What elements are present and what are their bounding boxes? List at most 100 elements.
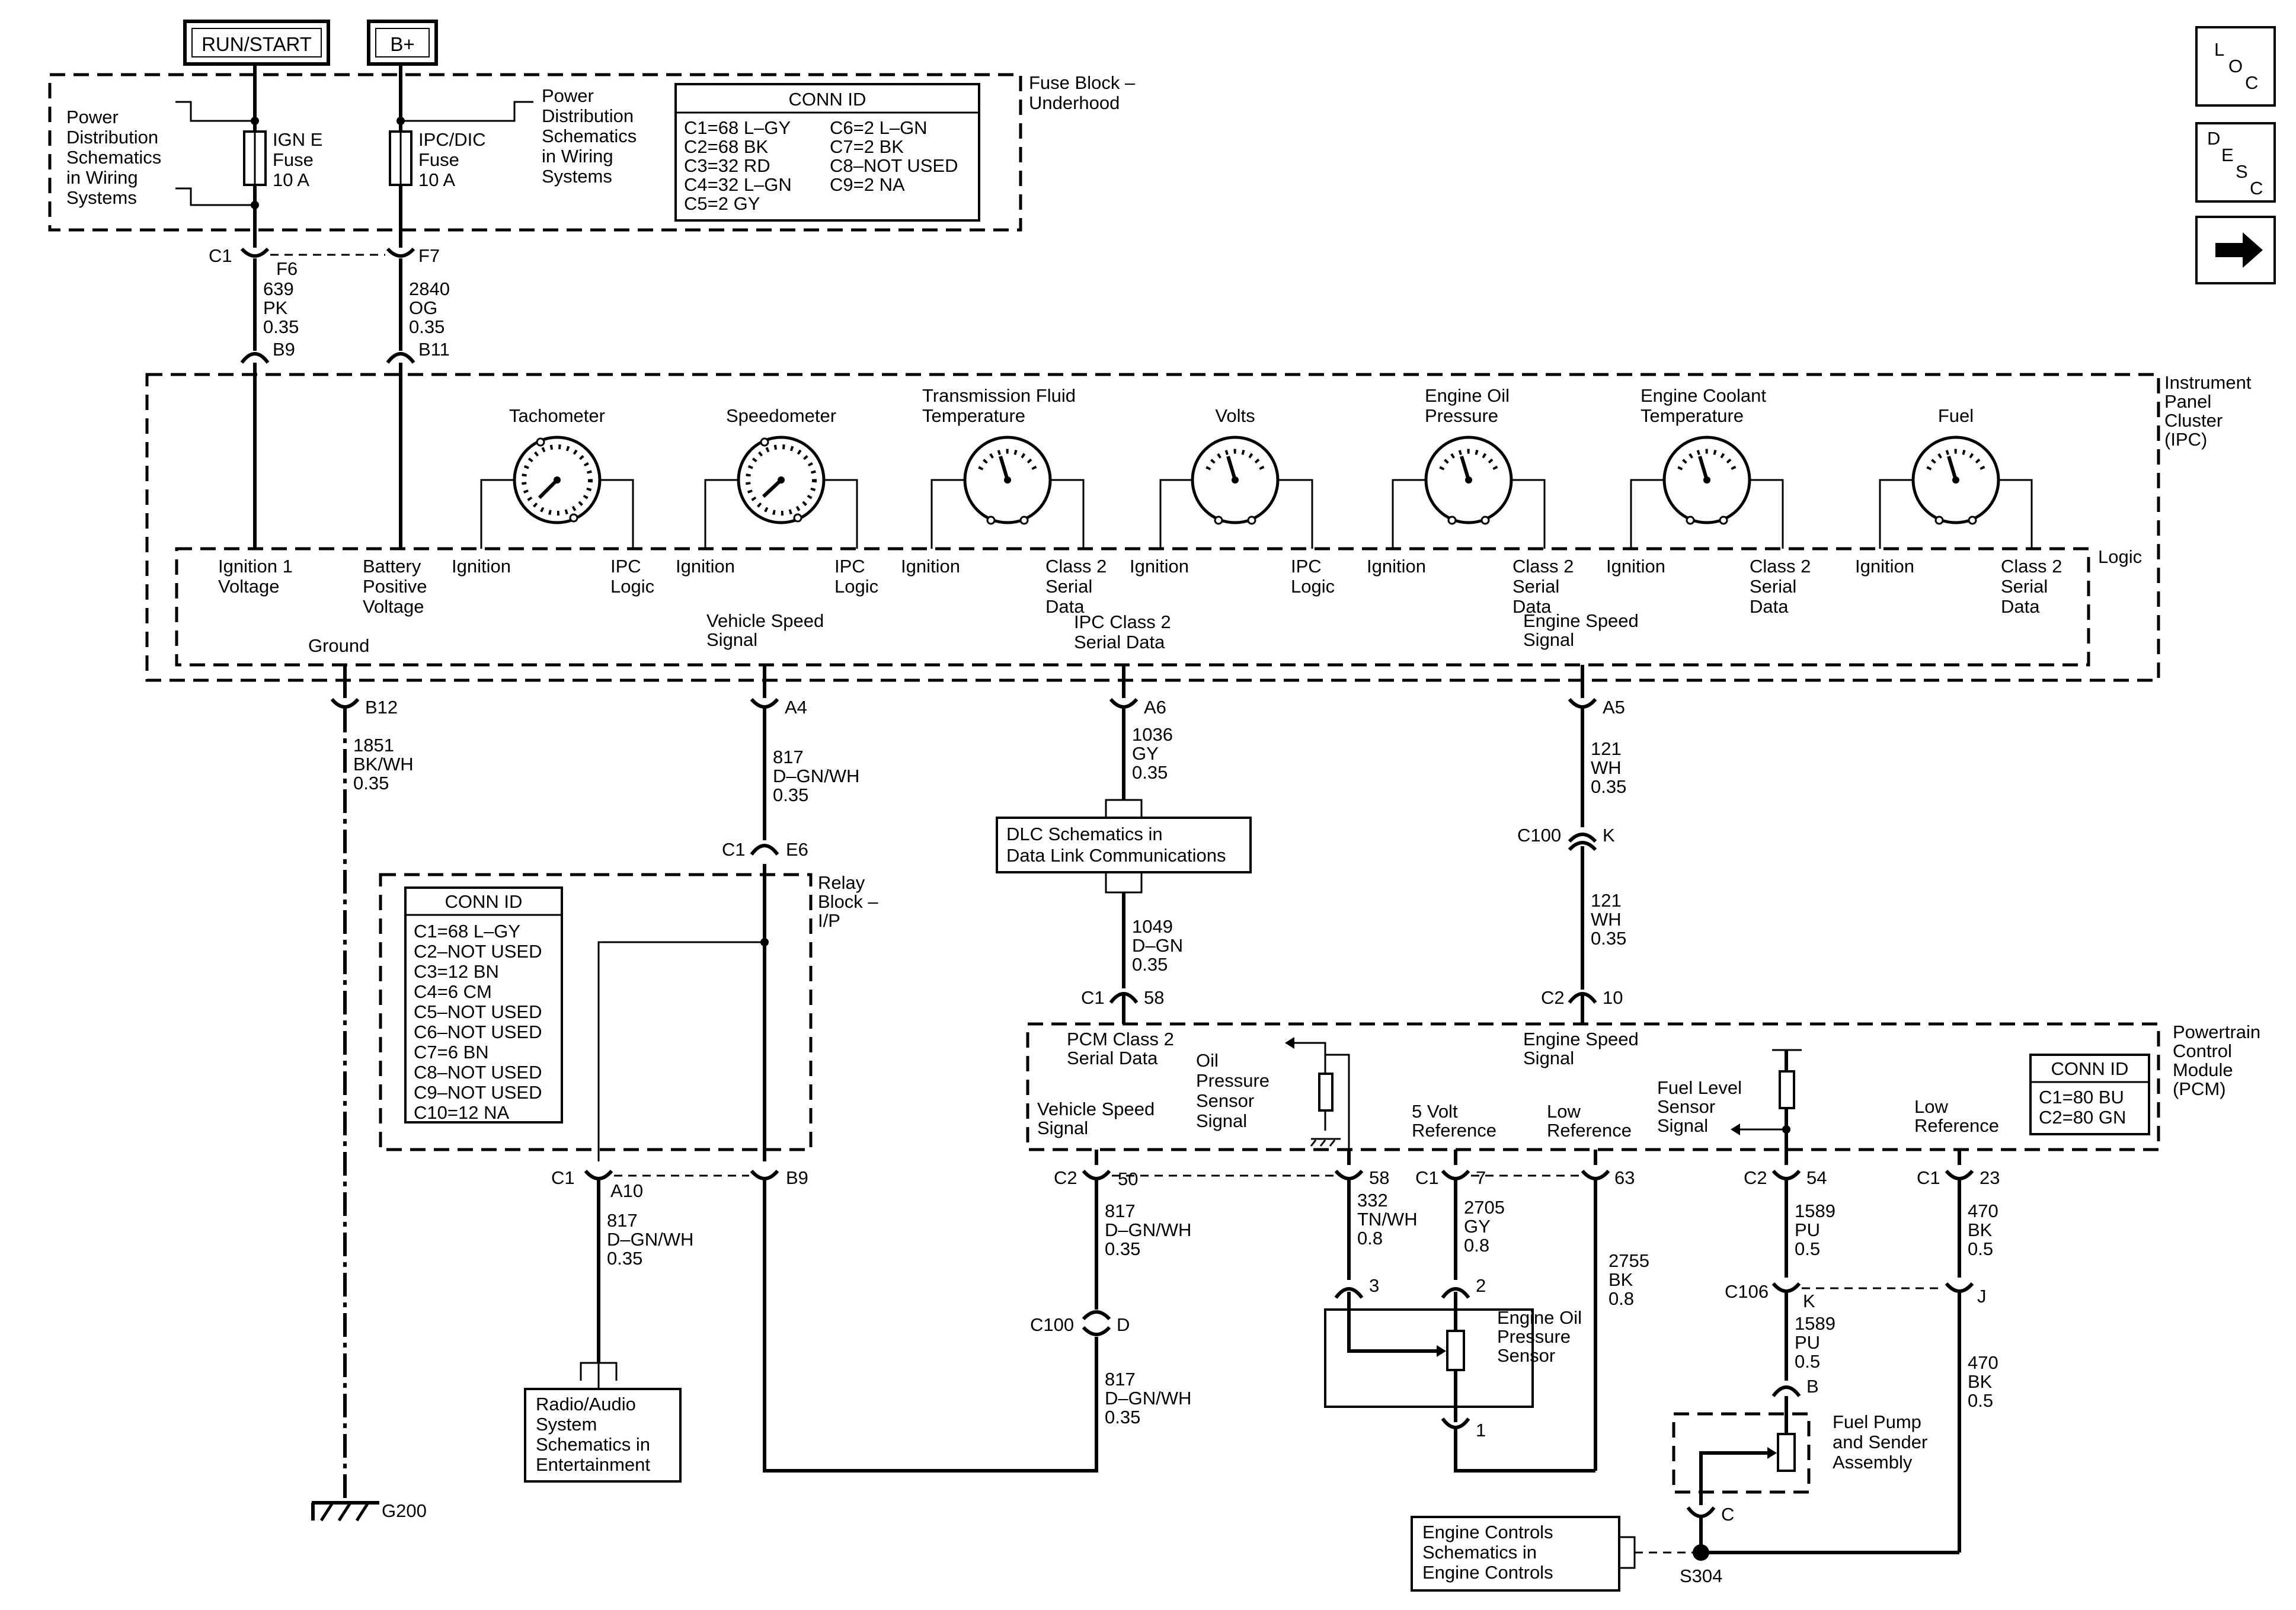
svg-text:0.35: 0.35 xyxy=(353,773,389,793)
svg-text:C2: C2 xyxy=(1744,1167,1767,1188)
svg-text:10: 10 xyxy=(1603,987,1623,1008)
svg-text:BK: BK xyxy=(1968,1219,1993,1240)
svg-text:C4=32 L–GN: C4=32 L–GN xyxy=(684,174,792,195)
svg-text:0.8: 0.8 xyxy=(1464,1235,1489,1256)
svg-text:Data: Data xyxy=(1750,596,1789,617)
svg-text:0.35: 0.35 xyxy=(1591,928,1626,949)
svg-text:C5–NOT USED: C5–NOT USED xyxy=(414,1001,542,1022)
svg-text:C1=68 L–GY: C1=68 L–GY xyxy=(684,117,791,138)
svg-text:1589: 1589 xyxy=(1795,1201,1835,1221)
svg-text:Voltage: Voltage xyxy=(363,596,424,617)
svg-text:58: 58 xyxy=(1369,1167,1389,1188)
svg-text:C3=32 RD: C3=32 RD xyxy=(684,155,770,176)
svg-text:O: O xyxy=(2228,56,2243,76)
svg-text:C1: C1 xyxy=(1415,1167,1439,1188)
svg-text:Engine Oil: Engine Oil xyxy=(1497,1307,1582,1328)
svg-text:C2=80 GN: C2=80 GN xyxy=(2039,1107,2126,1128)
svg-text:C3=12 BN: C3=12 BN xyxy=(414,961,499,982)
svg-text:and Sender: and Sender xyxy=(1833,1432,1927,1452)
desc-button[interactable]: D E S C xyxy=(2195,122,2276,203)
svg-text:C1: C1 xyxy=(551,1167,575,1188)
svg-text:817: 817 xyxy=(773,747,804,767)
svg-text:L: L xyxy=(2214,39,2224,60)
ign-e-fuse: IGN E Fuse 10 A xyxy=(243,129,322,190)
svg-text:PU: PU xyxy=(1795,1219,1820,1240)
radio-audio-schematics-ref[interactable]: Radio/Audio System Schematics in Enterta… xyxy=(524,1388,682,1483)
svg-text:G200: G200 xyxy=(382,1500,427,1521)
svg-text:Pressure: Pressure xyxy=(1196,1070,1269,1091)
power-distribution-ref-left[interactable]: Power Distribution Schematics in Wiring … xyxy=(66,101,255,208)
svg-text:Ignition: Ignition xyxy=(901,556,960,577)
svg-text:C8–NOT USED: C8–NOT USED xyxy=(830,155,958,176)
svg-text:Fuel Pump: Fuel Pump xyxy=(1833,1411,1921,1432)
svg-text:A10: A10 xyxy=(610,1180,643,1201)
relay-output-connectors: C1 A10 B9 817 D–GN/WH 0.35 xyxy=(551,1167,1098,1473)
svg-text:2705: 2705 xyxy=(1464,1197,1505,1218)
svg-text:Schematics in: Schematics in xyxy=(536,1434,650,1455)
svg-text:C1=68 L–GY: C1=68 L–GY xyxy=(414,921,520,942)
svg-text:10 A: 10 A xyxy=(418,169,455,190)
dlc-schematics-ref[interactable]: DLC Schematics in Data Link Communicatio… xyxy=(996,817,1252,873)
svg-text:OG: OG xyxy=(409,297,437,318)
svg-text:Reference: Reference xyxy=(1412,1120,1496,1141)
svg-text:Sensor: Sensor xyxy=(1196,1090,1254,1111)
svg-text:Radio/Audio: Radio/Audio xyxy=(536,1394,636,1414)
next-arrow-button[interactable] xyxy=(2195,216,2276,284)
power-distribution-ref-right[interactable]: Power Distribution Schematics in Wiring … xyxy=(401,85,637,187)
svg-text:C: C xyxy=(1721,1504,1734,1525)
svg-text:Signal: Signal xyxy=(1037,1118,1088,1138)
svg-text:Fuel Level: Fuel Level xyxy=(1657,1077,1742,1098)
svg-text:PCM Class 2: PCM Class 2 xyxy=(1067,1029,1174,1049)
svg-text:Panel: Panel xyxy=(2164,391,2211,412)
svg-text:BK: BK xyxy=(1968,1371,1993,1392)
svg-text:in Wiring: in Wiring xyxy=(542,146,613,167)
svg-text:C9=2 NA: C9=2 NA xyxy=(830,174,905,195)
svg-text:C5=2 GY: C5=2 GY xyxy=(684,193,760,214)
svg-text:PK: PK xyxy=(263,297,288,318)
svg-text:2840: 2840 xyxy=(409,279,450,299)
svg-text:7: 7 xyxy=(1476,1167,1486,1188)
svg-text:Signal: Signal xyxy=(1196,1110,1247,1131)
svg-text:Engine Controls: Engine Controls xyxy=(1422,1562,1553,1583)
svg-text:D–GN: D–GN xyxy=(1132,935,1183,956)
svg-text:PU: PU xyxy=(1795,1332,1820,1353)
svg-text:Logic: Logic xyxy=(834,576,878,597)
svg-text:0.5: 0.5 xyxy=(1968,1238,1993,1259)
svg-text:C2–NOT USED: C2–NOT USED xyxy=(414,941,542,962)
svg-text:I/P: I/P xyxy=(818,910,840,931)
svg-text:Ignition: Ignition xyxy=(1606,556,1665,577)
svg-text:Ignition: Ignition xyxy=(1130,556,1189,577)
b-plus-source: B+ xyxy=(367,20,438,66)
engine-oil-pressure-sensor: Engine Oil Pressure Sensor xyxy=(1324,1292,1582,1422)
svg-text:Logic: Logic xyxy=(610,576,654,597)
svg-text:Block –: Block – xyxy=(818,891,878,912)
svg-text:Control: Control xyxy=(2173,1041,2232,1061)
svg-text:Class 2: Class 2 xyxy=(1512,556,1574,577)
svg-text:Reference: Reference xyxy=(1914,1115,1999,1136)
svg-text:Pressure: Pressure xyxy=(1497,1326,1571,1347)
svg-text:C2=68 BK: C2=68 BK xyxy=(684,136,769,157)
svg-text:Low: Low xyxy=(1547,1101,1581,1122)
loc-button[interactable]: L O C xyxy=(2195,26,2276,107)
svg-text:Signal: Signal xyxy=(1523,1048,1574,1068)
svg-text:Assembly: Assembly xyxy=(1833,1452,1913,1473)
engine-controls-schematics-ref[interactable]: Engine Controls Schematics in Engine Con… xyxy=(1411,1516,1620,1592)
vss-pcm-wire: 817 D–GN/WH 0.35 C100 D 817 D–GN/WH 0.35 xyxy=(1030,1180,1191,1427)
powertrain-control-module: Powertrain Control Module (PCM) PCM Clas… xyxy=(1026,1022,2260,1161)
svg-text:A5: A5 xyxy=(1603,697,1625,718)
svg-text:Module: Module xyxy=(2173,1060,2233,1080)
svg-text:BK/WH: BK/WH xyxy=(353,754,414,774)
svg-text:Engine Coolant: Engine Coolant xyxy=(1641,385,1766,406)
ign1-voltage-label: Ignition 1 xyxy=(218,556,293,577)
svg-text:1: 1 xyxy=(1476,1420,1486,1441)
svg-text:D–GN/WH: D–GN/WH xyxy=(773,766,859,786)
svg-text:Sensor: Sensor xyxy=(1497,1345,1555,1366)
svg-text:58: 58 xyxy=(1144,987,1164,1008)
svg-text:System: System xyxy=(536,1414,597,1435)
svg-text:Logic: Logic xyxy=(1291,576,1335,597)
transmission-fluid-temp-gauge: Transmission Fluid Temperature Ignition … xyxy=(901,385,1107,617)
svg-text:Serial: Serial xyxy=(1512,576,1559,597)
svg-text:Ground: Ground xyxy=(308,635,369,656)
svg-text:C9–NOT USED: C9–NOT USED xyxy=(414,1082,542,1103)
svg-text:63: 63 xyxy=(1614,1167,1635,1188)
